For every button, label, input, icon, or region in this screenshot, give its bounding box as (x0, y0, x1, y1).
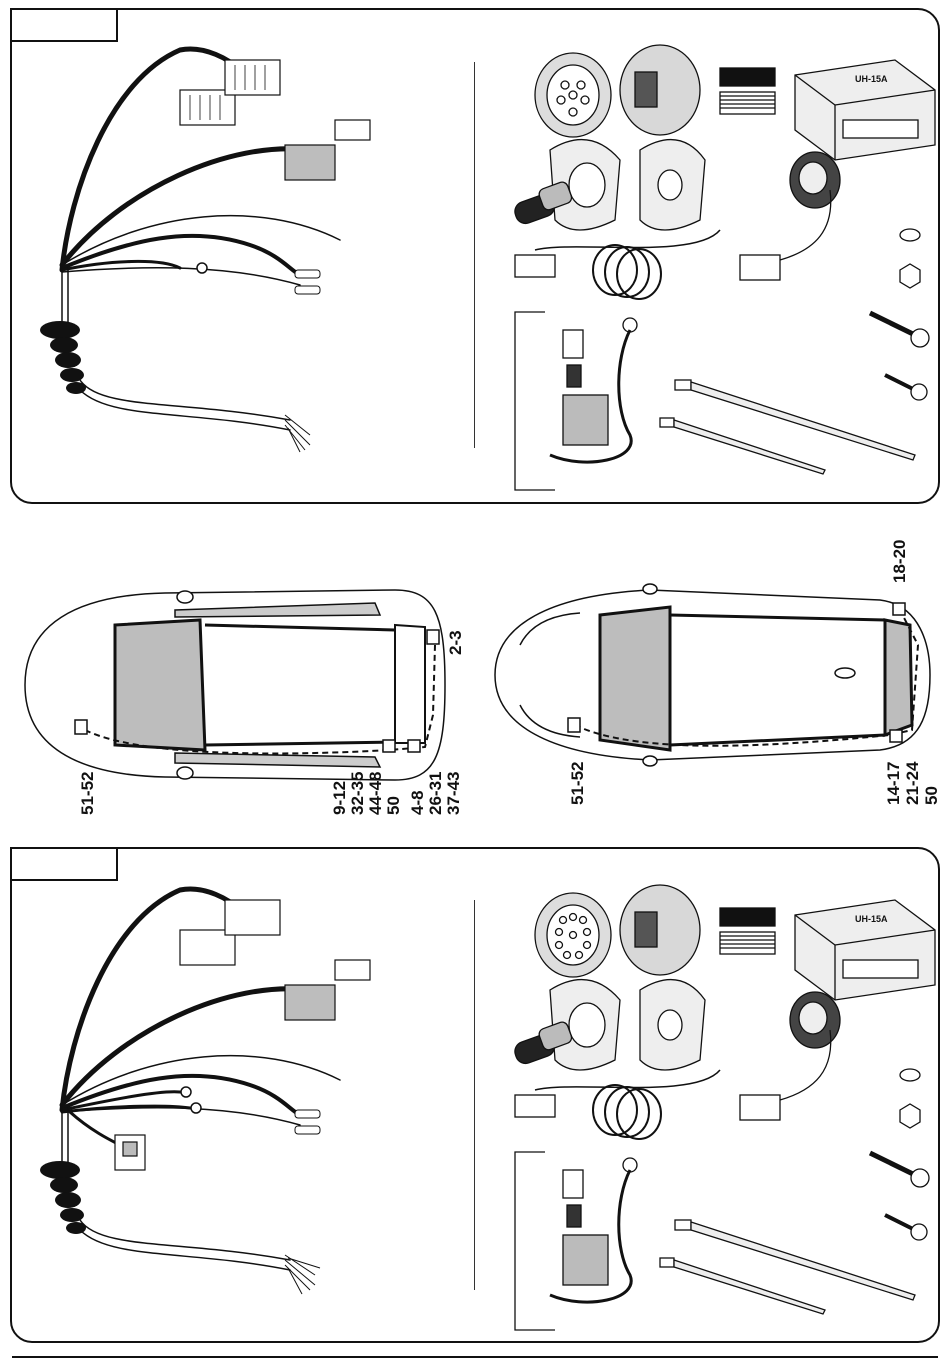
label-sticker-icon (720, 908, 775, 954)
connection-point (893, 603, 905, 615)
module-label: UH-15A (855, 914, 888, 924)
car-label-14-17: 14-17 (884, 762, 904, 805)
mirror-icon (177, 591, 193, 603)
mirror-icon (177, 767, 193, 779)
gasket-icon (640, 140, 705, 230)
multi-pin-connector-icon (180, 60, 280, 125)
nut-icon (900, 1104, 920, 1128)
coiled-cable-icon (535, 1070, 720, 1139)
rear-window (395, 625, 425, 743)
coiled-cable-icon (535, 230, 720, 299)
bottom-rule (12, 1356, 938, 1358)
right-car-diagram (490, 585, 930, 765)
ring-terminal-icon (181, 1087, 201, 1113)
left-car-diagram (15, 585, 445, 785)
car-label-50-left: 50 (384, 796, 404, 815)
fuse-holder-icon (515, 1152, 637, 1330)
connection-point (383, 740, 395, 752)
car-label-32-35: 32-35 (348, 772, 368, 815)
buzzer-icon (740, 992, 840, 1120)
multi-pin-connector-icon (180, 900, 280, 965)
bottom-parts-group: UH-15A (495, 870, 935, 1330)
windshield (600, 607, 670, 750)
washer-icon (900, 229, 920, 241)
car-label-51-52-left: 51-52 (78, 772, 98, 815)
connection-point (408, 740, 420, 752)
bottom-panel-divider (474, 900, 475, 1290)
module-label: UH-15A (855, 74, 888, 84)
bullet-terminal-icon (295, 270, 320, 294)
top-panel-divider (474, 62, 475, 448)
cable-tie-icon (660, 1258, 825, 1314)
car-label-9-12: 9-12 (330, 781, 350, 815)
top-wiring-harness (30, 40, 380, 460)
fuse-holder-icon (515, 312, 637, 490)
plug-icon (515, 1095, 555, 1117)
bullet-terminal-icon (295, 1110, 320, 1134)
cable-tie-icon (675, 1220, 915, 1300)
top-panel-tab (10, 8, 118, 42)
grommet-icon (40, 321, 86, 394)
trailer-socket-icon (535, 53, 611, 137)
car-label-18-20: 18-20 (890, 540, 910, 583)
cable-tie-icon (660, 418, 825, 474)
control-module-icon: UH-15A (795, 60, 935, 160)
windshield (115, 620, 205, 750)
relay-connector-icon (115, 1135, 145, 1170)
car-label-51-52-right: 51-52 (568, 762, 588, 805)
trailer-socket-13pin-icon (535, 893, 611, 977)
rear-window (885, 620, 912, 735)
screw-icon (885, 1215, 927, 1240)
connection-point (75, 720, 87, 734)
nut-icon (900, 264, 920, 288)
plug-icon (515, 255, 555, 277)
gasket-icon (640, 980, 705, 1070)
connection-point (890, 730, 902, 742)
car-label-37-43: 37-43 (444, 772, 464, 815)
bolt-icon (870, 313, 929, 347)
car-label-21-24: 21-24 (903, 762, 923, 805)
bottom-wiring-harness (30, 880, 380, 1300)
car-label-50-right: 50 (922, 786, 942, 805)
socket-cover-icon (620, 885, 700, 975)
car-label-26-31: 26-31 (426, 772, 446, 815)
grey-plug-connector-icon (285, 120, 370, 180)
connection-point (427, 630, 439, 644)
grey-plug-connector-icon (285, 960, 370, 1020)
top-parts-group: UH-15A (495, 30, 935, 490)
bottom-panel-tab (10, 847, 118, 881)
open-wire-ends-icon (285, 1255, 320, 1294)
screw-icon (885, 375, 927, 400)
open-wire-ends-icon (285, 415, 310, 452)
car-label-44-48: 44-48 (366, 772, 386, 815)
connection-point (568, 718, 580, 732)
cable-tie-icon (675, 380, 915, 460)
bolt-icon (870, 1153, 929, 1187)
washer-icon (900, 1069, 920, 1081)
label-sticker-icon (720, 68, 775, 114)
mirror-icon (643, 584, 657, 594)
ring-terminal-icon (197, 263, 207, 273)
buzzer-icon (740, 152, 840, 280)
car-label-2-3: 2-3 (446, 630, 466, 655)
mirror-icon (643, 756, 657, 766)
grommet-icon (40, 1161, 86, 1234)
control-module-icon: UH-15A (795, 900, 935, 1000)
car-label-4-8: 4-8 (408, 790, 428, 815)
socket-cover-icon (620, 45, 700, 135)
